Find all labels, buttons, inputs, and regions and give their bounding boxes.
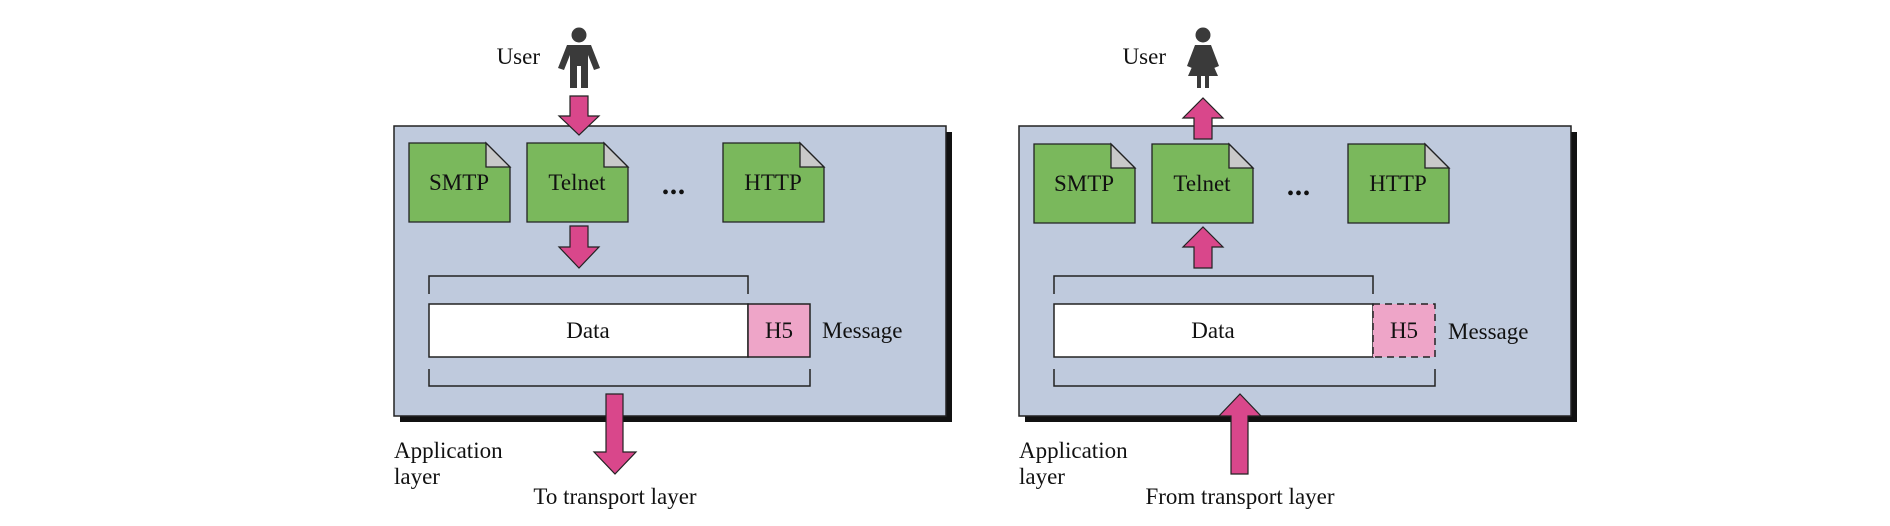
protocol-ellipsis: ••• — [662, 182, 686, 204]
data-label: Data — [566, 318, 609, 343]
protocol-doc-telnet: Telnet — [526, 141, 630, 223]
protocol-doc-smtp: SMTP — [408, 141, 512, 223]
from-transport-arrow-icon — [1217, 393, 1263, 475]
protocol-ellipsis: ••• — [1287, 183, 1311, 205]
protocol-doc-http: HTTP — [722, 141, 826, 223]
header-h5-label: H5 — [1390, 318, 1418, 343]
header-h5-block — [747, 303, 811, 358]
message-bracket — [428, 369, 811, 387]
protocol-label-http: HTTP — [1369, 171, 1427, 196]
sender-user-label: User — [497, 44, 541, 69]
protocol-doc-smtp: SMTP — [1033, 142, 1137, 224]
sender-side: User SMTP Telnet ••• HTTP Da — [393, 27, 952, 509]
protocol-label-telnet: Telnet — [1173, 171, 1231, 196]
message-bracket — [1053, 369, 1436, 387]
male-user-icon — [558, 27, 600, 88]
receiver-arrow-up-icon — [1181, 226, 1225, 269]
sender-arrow-down-icon — [557, 95, 601, 136]
message-label: Message — [1448, 319, 1528, 344]
protocol-label-telnet: Telnet — [548, 170, 606, 195]
receiver-side: User SMTP Telnet ••• HTTP Da — [1018, 27, 1577, 509]
protocol-label-smtp: SMTP — [429, 170, 489, 195]
receiver-user-label: User — [1123, 44, 1167, 69]
sender-arrow-down-icon — [557, 225, 601, 269]
data-bracket — [428, 275, 749, 294]
header-h5-label: H5 — [765, 318, 793, 343]
protocol-doc-http: HTTP — [1347, 142, 1451, 224]
data-block — [428, 303, 749, 358]
layer-label-line2: layer — [1019, 464, 1065, 489]
protocol-label-http: HTTP — [744, 170, 802, 195]
layer-label-line1: Application — [1019, 438, 1128, 463]
layer-label-line1: Application — [394, 438, 503, 463]
transport-label: From transport layer — [1145, 484, 1334, 509]
message-label: Message — [822, 318, 902, 343]
protocol-doc-telnet: Telnet — [1151, 142, 1255, 224]
data-label: Data — [1191, 318, 1234, 343]
transport-label: To transport layer — [533, 484, 697, 509]
female-user-icon — [1187, 27, 1219, 88]
layer-label-line2: layer — [394, 464, 440, 489]
data-bracket — [1053, 275, 1374, 294]
to-transport-arrow-icon — [592, 393, 638, 475]
data-block — [1053, 303, 1374, 358]
protocol-label-smtp: SMTP — [1054, 171, 1114, 196]
receiver-arrow-up-icon — [1181, 97, 1225, 140]
header-h5-block-removed — [1372, 303, 1436, 358]
